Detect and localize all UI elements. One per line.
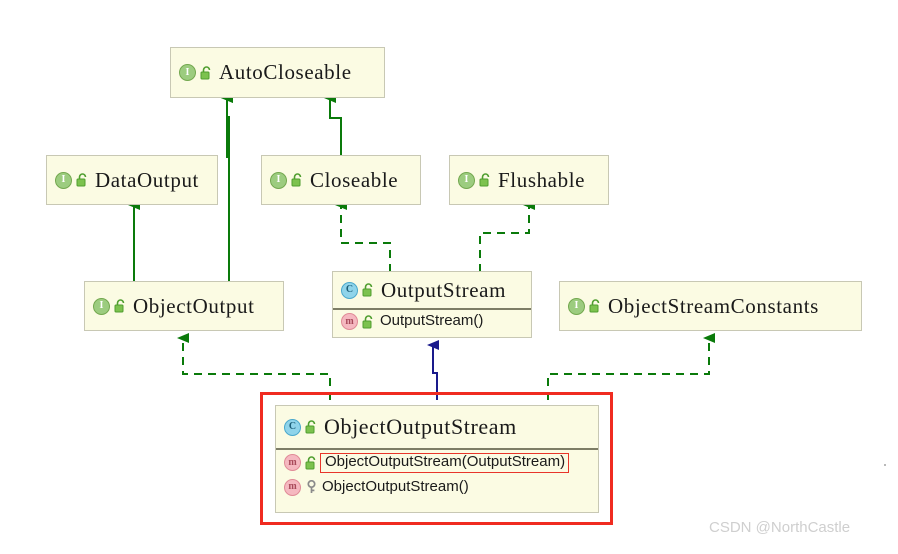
edge-outputstream-implements-flushable: [479, 200, 535, 272]
class-node-dataoutput[interactable]: I DataOutput: [46, 155, 218, 205]
node-title-row: C OutputStream: [333, 272, 531, 310]
member-label: ObjectOutputStream(OutputStream): [320, 453, 570, 473]
node-title-label: Flushable: [498, 167, 586, 192]
member-label: ObjectOutputStream(): [322, 477, 469, 495]
node-title-row: I Flushable: [450, 156, 608, 204]
node-title-row: I Closeable: [262, 156, 420, 204]
edge-objectoutputstream-implements-objectoutput: [177, 333, 331, 400]
interface-badge-icon: I: [270, 171, 287, 189]
lock-open-icon: [479, 173, 492, 187]
node-title-label: Closeable: [310, 167, 399, 192]
node-title-label: ObjectOutput: [133, 293, 255, 318]
method-badge-icon: m: [341, 313, 358, 330]
node-title-label: DataOutput: [95, 167, 199, 192]
node-title-label: ObjectStreamConstants: [608, 293, 819, 318]
node-title-row: I DataOutput: [47, 156, 217, 204]
node-title-row: I ObjectStreamConstants: [560, 282, 861, 330]
interface-badge-icon: I: [93, 297, 110, 315]
interface-badge-icon: I: [55, 171, 72, 189]
edge-objectoutputstream-implements-objectstreamconstants: [547, 333, 715, 400]
node-title-label: OutputStream: [381, 277, 507, 302]
key-icon: [306, 479, 317, 494]
method-badge-icon: m: [284, 478, 301, 496]
node-title-row: I ObjectOutput: [85, 282, 283, 330]
lock-open-icon: [305, 420, 318, 434]
node-title-label: ObjectOutputStream: [324, 414, 517, 439]
node-title-label: AutoCloseable: [219, 60, 352, 84]
class-node-flushable[interactable]: I Flushable: [449, 155, 609, 205]
lock-open-icon: [114, 299, 127, 313]
watermark-label: CSDN @NorthCastle: [709, 519, 851, 536]
class-node-autocloseable[interactable]: I AutoCloseable: [170, 47, 385, 98]
class-badge-icon: C: [341, 281, 358, 299]
class-node-objectstreamconstants[interactable]: I ObjectStreamConstants: [559, 281, 862, 331]
member-row-method-highlighted[interactable]: m ObjectOutputStream(OutputStream): [276, 450, 598, 476]
lock-open-icon: [305, 456, 318, 470]
interface-badge-icon: I: [179, 64, 196, 81]
member-label: OutputStream(): [380, 312, 484, 330]
class-node-outputstream[interactable]: C OutputStream m OutputStream(): [332, 271, 532, 338]
class-node-closeable[interactable]: I Closeable: [261, 155, 421, 205]
lock-open-icon: [76, 173, 89, 187]
lock-open-icon: [362, 314, 375, 329]
member-row-method[interactable]: m ObjectOutputStream(): [276, 476, 598, 499]
lock-open-icon: [362, 283, 375, 297]
node-title-row: I AutoCloseable: [171, 48, 384, 97]
node-title-row: C ObjectOutputStream: [276, 406, 598, 450]
lock-open-icon: [291, 173, 304, 187]
stray-dot-mark: [884, 464, 886, 466]
lock-open-icon: [589, 299, 602, 313]
class-node-objectoutput[interactable]: I ObjectOutput: [84, 281, 284, 331]
edge-objectoutput-extends-autocloseable: [221, 93, 233, 282]
class-badge-icon: C: [284, 418, 301, 436]
member-row-method[interactable]: m OutputStream(): [333, 310, 531, 333]
lock-open-icon: [200, 65, 213, 80]
method-badge-icon: m: [284, 454, 301, 472]
interface-badge-icon: I: [568, 297, 585, 315]
interface-badge-icon: I: [458, 171, 475, 189]
edge-closeable-extends-autocloseable: [324, 93, 342, 158]
class-node-objectoutputstream[interactable]: C ObjectOutputStream m ObjectOutputStrea…: [275, 405, 599, 513]
edge-outputstream-implements-closeable: [335, 200, 391, 272]
